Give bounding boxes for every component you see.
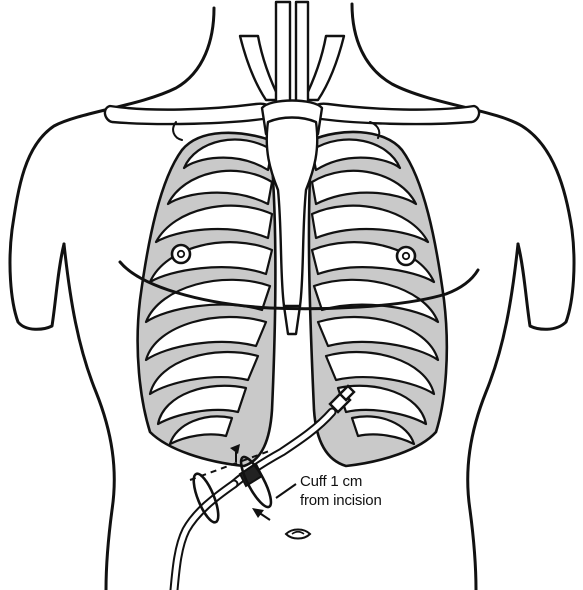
cuff-distance-label-line1: Cuff 1 cm <box>300 473 362 490</box>
xiphoid-process <box>284 306 300 334</box>
right-clavicle <box>105 104 272 124</box>
navel <box>286 530 310 539</box>
left-nipple <box>397 247 415 265</box>
cuff-distance-label-line2: from incision <box>300 492 382 509</box>
left-clavicle <box>312 104 479 124</box>
right-nipple <box>172 245 190 263</box>
